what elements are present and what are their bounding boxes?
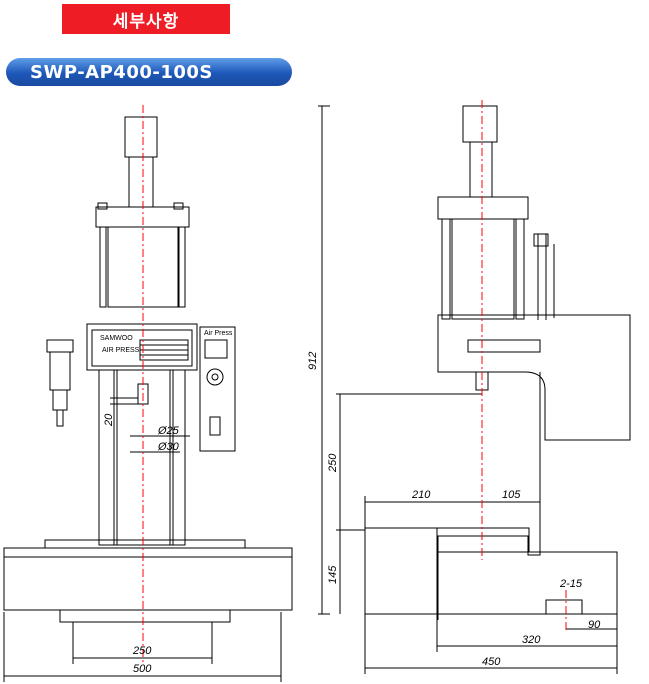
- front-cylinder-cap: [124, 116, 158, 158]
- side-base: [436, 551, 618, 615]
- dim-side-320: 320: [522, 634, 541, 646]
- section-title: 세부사항: [62, 4, 230, 34]
- dim-side-912: 912: [307, 352, 319, 370]
- side-frame-head: [437, 314, 631, 441]
- filter-regulator: [49, 351, 71, 391]
- dim-side-hole: 2-15: [559, 578, 583, 590]
- dim-side-450: 450: [482, 656, 501, 668]
- front-side-controller: [199, 326, 236, 452]
- front-cylinder-body: [107, 226, 179, 308]
- side-column: [437, 372, 541, 620]
- panel-brand: SAMWOO: [100, 335, 133, 342]
- model-badge: SWP-AP400-100S: [6, 58, 292, 86]
- dim-front-500: 500: [133, 663, 152, 675]
- dim-side-105: 105: [502, 489, 521, 501]
- side-cylinder-body: [451, 218, 515, 320]
- dim-side-145: 145: [327, 565, 339, 584]
- side-cylinder-cap: [462, 105, 498, 143]
- dim-front-20: 20: [103, 413, 115, 427]
- dim-front-250: 250: [132, 645, 152, 657]
- dim-side-90: 90: [588, 619, 601, 631]
- front-column: [98, 369, 186, 546]
- panel-top-label: Air Press: [204, 330, 233, 337]
- dim-side-250: 250: [327, 453, 339, 473]
- dim-front-d30: Ø30: [157, 441, 180, 453]
- dim-front-d25: Ø25: [157, 425, 180, 437]
- side-top-plate: [437, 196, 529, 220]
- panel-model: AIR PRESS: [102, 347, 140, 354]
- dim-side-210: 210: [411, 489, 431, 501]
